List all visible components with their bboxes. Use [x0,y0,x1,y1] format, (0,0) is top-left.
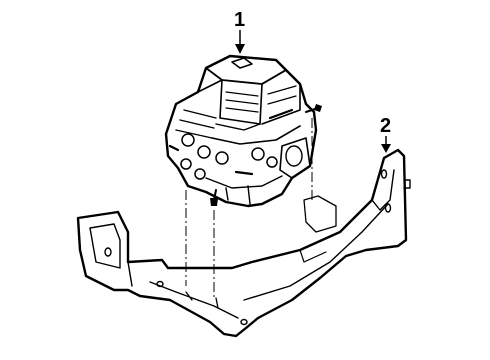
callout-2-label: 2 [380,115,391,137]
abs-modulator-unit [164,54,322,208]
callout-1-arrowhead [235,44,245,54]
alignment-lines [185,118,313,300]
callout-1-label: 1 [234,9,245,31]
mounting-bracket [76,148,411,338]
callout-1: 1 [234,9,245,54]
callout-2-arrowhead [381,144,391,153]
callout-2: 2 [380,115,391,153]
